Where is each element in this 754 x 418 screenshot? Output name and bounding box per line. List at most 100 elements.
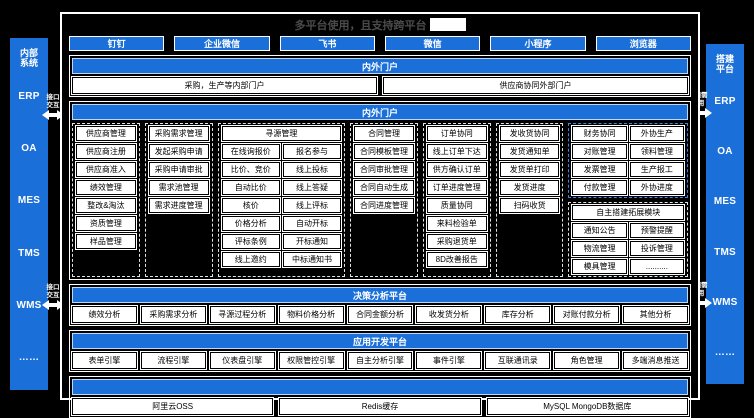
module-row: 财务协同外协生产 xyxy=(572,126,685,141)
module-box: 供应商准入 xyxy=(76,162,136,177)
module-box: 自动比价 xyxy=(221,180,280,195)
module-box: 需求进度管理 xyxy=(148,198,209,213)
app-entry-button: 飞书 xyxy=(279,36,375,51)
diagram-title-row: 多平台使用，且支持跨平台 xyxy=(69,17,691,32)
module-row: 通知公告预警提醒 xyxy=(572,223,685,238)
module-box: 预警提醒 xyxy=(629,223,685,238)
main-panel: 多平台使用，且支持跨平台 钉钉企业微信飞书微信小程序浏览器 内外门户 采购，生产… xyxy=(60,12,700,418)
infra-box: 阿里云OSS xyxy=(72,398,274,415)
module-box: 对账管理 xyxy=(572,144,627,159)
internal-systems-header: 内部系统 xyxy=(19,48,38,68)
build-platform-item: MES xyxy=(713,196,737,208)
module-row: 核价线上评标 xyxy=(221,198,342,213)
redaction-box xyxy=(429,18,466,31)
module-box: 质量协同 xyxy=(426,198,487,213)
module-box: 发货单打印 xyxy=(499,162,560,177)
module-group-stack: 财务协同外协生产对账管理领料管理发票管理生产报工付款管理外协进度自主搭建拓展模块… xyxy=(568,123,689,277)
engine-box: 权限管控引擎 xyxy=(278,352,344,369)
module-box: 报名参与 xyxy=(282,144,342,159)
module-box: 比价、竞价 xyxy=(221,162,280,177)
module-box: 领料管理 xyxy=(629,144,685,159)
connector-label: 交互 xyxy=(46,292,60,299)
module-box: 开标通知 xyxy=(282,234,342,249)
collaboration-section: 内外门户 供应商管理供应商注册供应商准入绩效管理整改&淘汰资质管理样品管理采购需… xyxy=(69,101,691,280)
module-row: 评标条例开标通知 xyxy=(221,234,342,249)
module-box: 合同审批管理 xyxy=(354,162,414,177)
internal-system-item: WMS xyxy=(16,299,42,311)
module-box: 模具管理 xyxy=(572,259,627,274)
module-group: 采购需求管理发起采购申请采购申请审批需求池管理需求进度管理 xyxy=(144,123,213,277)
module-box: 价格分析 xyxy=(221,216,280,231)
module-row: 自动比价线上答疑 xyxy=(221,180,342,195)
module-box: 来料检验单 xyxy=(426,216,487,231)
module-box: 采购退货单 xyxy=(426,234,487,249)
module-box: 线上订单下达 xyxy=(426,144,487,159)
connector-label: 接口 xyxy=(46,94,60,101)
build-platform-item: WMS xyxy=(712,296,738,308)
analysis-platform-bar: 决策分析平台 xyxy=(72,287,688,303)
module-box: 需求池管理 xyxy=(148,180,209,195)
analysis-box: 采购需求分析 xyxy=(140,306,206,323)
engine-box: 多端消息推送 xyxy=(623,352,689,369)
infra-bar xyxy=(72,379,688,395)
module-box: 线上评标 xyxy=(282,198,342,213)
build-platform-item: ERP xyxy=(714,95,736,107)
internal-system-item: OA xyxy=(21,142,37,154)
module-box: 绩效管理 xyxy=(76,180,136,195)
module-row: 对账管理领料管理 xyxy=(572,144,685,159)
app-entry-bar: 钉钉企业微信飞书微信小程序浏览器 xyxy=(69,36,691,51)
infra-box: Redis缓存 xyxy=(279,398,481,415)
dev-platform-bar: 应用开发平台 xyxy=(72,333,688,349)
module-box: 自主搭建拓展模块 xyxy=(572,205,685,220)
module-group: 合同管理合同模板管理合同审批管理合同自动生成合同进度管理 xyxy=(350,123,418,277)
module-box: 自动开标 xyxy=(282,216,342,231)
module-box: 寻源管理 xyxy=(221,126,342,141)
collaboration-bar: 内外门户 xyxy=(72,104,688,120)
app-entry-button: 钉钉 xyxy=(69,36,165,51)
app-entry-button: 微信 xyxy=(384,36,481,51)
internal-system-item: ERP xyxy=(18,90,40,102)
module-box: 订单协同 xyxy=(426,126,487,141)
engine-box: 互联通讯录 xyxy=(485,352,551,369)
module-box: .......... xyxy=(629,259,685,274)
analysis-box: 绩效分析 xyxy=(72,306,137,323)
connector-label: 用 xyxy=(697,100,705,107)
analysis-box: 寻源过程分析 xyxy=(209,306,275,323)
module-box: 发货进度 xyxy=(499,180,560,195)
module-box: 核价 xyxy=(221,198,280,213)
module-row: 价格分析自动开标 xyxy=(221,216,342,231)
engine-box: 流程引擎 xyxy=(140,352,206,369)
portal-boxes: 采购，生产等内部门户供应商协同外部门户 xyxy=(72,77,688,94)
module-box: 合同自动生成 xyxy=(354,180,414,195)
module-box: 生产报工 xyxy=(629,162,685,177)
module-box: 订单进度管理 xyxy=(426,180,487,195)
portal-section: 内外门户 采购，生产等内部门户供应商协同外部门户 xyxy=(69,55,691,97)
module-row: 付款管理外协进度 xyxy=(572,180,685,195)
module-box: 付款管理 xyxy=(572,180,627,195)
module-box: 中标通知书 xyxy=(282,252,342,267)
module-group: 寻源管理在线询报价报名参与比价、竞价线上投标自动比价线上答疑核价线上评标价格分析… xyxy=(217,123,346,277)
analysis-box: 其他分析 xyxy=(623,306,689,323)
module-box: 发货通知单 xyxy=(499,144,560,159)
connector-label: 随需 xyxy=(694,282,708,289)
dev-items: 表单引擎流程引擎仪表盘引擎权限管控引擎自主分析引擎事件引擎互联通讯录角色管理多端… xyxy=(72,352,689,369)
module-box: 资质管理 xyxy=(76,216,136,231)
module-box: 线上答疑 xyxy=(282,180,342,195)
module-box: 采购需求管理 xyxy=(148,126,209,141)
module-box: 扫码收货 xyxy=(499,198,560,213)
module-box: 合同模板管理 xyxy=(354,144,414,159)
module-row: 在线询报价报名参与 xyxy=(221,144,342,159)
analysis-section: 决策分析平台 绩效分析采购需求分析寻源过程分析物料价格分析合同金额分析收发货分析… xyxy=(69,284,691,326)
module-box: 供应商注册 xyxy=(76,144,136,159)
connector-label: 接口 xyxy=(46,284,60,291)
module-group: 自主搭建拓展模块通知公告预警提醒物流管理投诉管理模具管理.......... xyxy=(568,202,689,277)
module-row: 线上邀约中标通知书 xyxy=(221,252,342,267)
module-box: 8D改善报告 xyxy=(426,252,487,267)
portal-bar: 内外门户 xyxy=(72,58,688,74)
